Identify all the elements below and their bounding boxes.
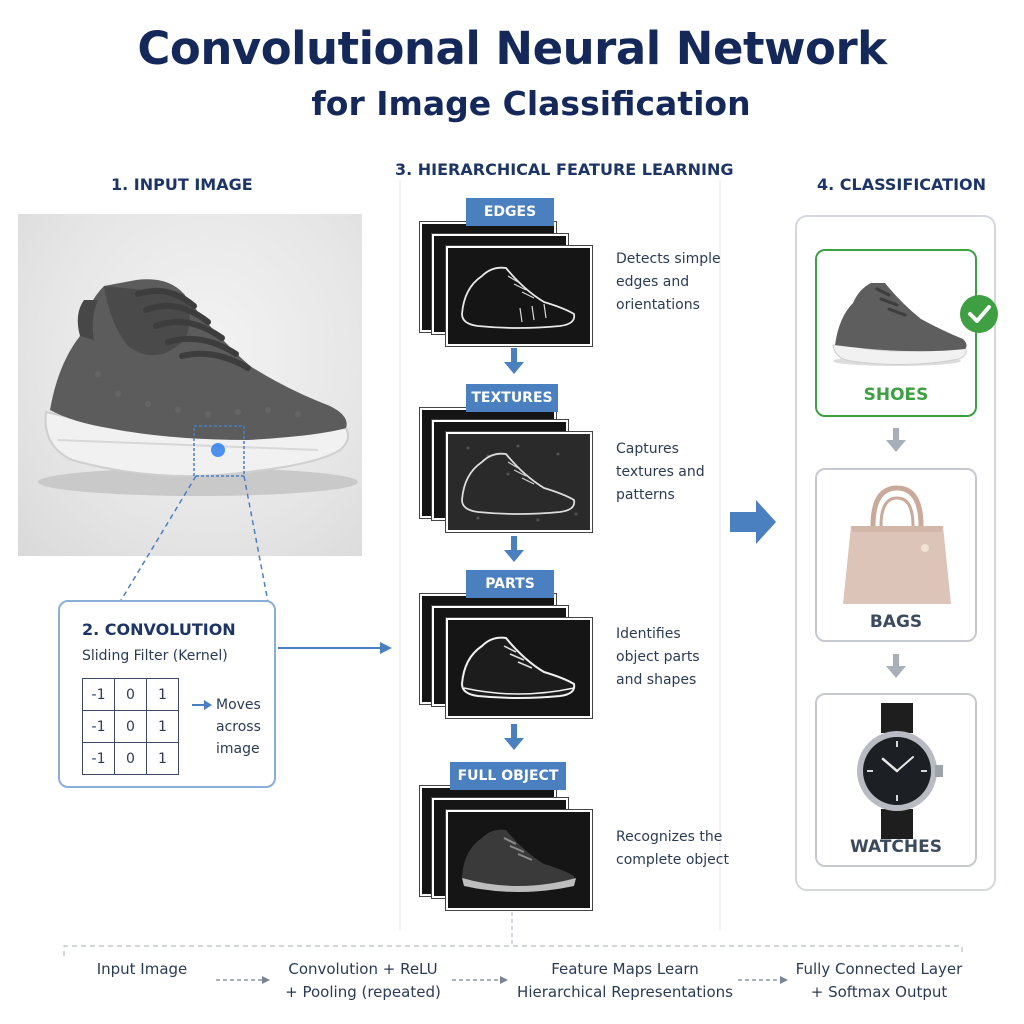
kernel-cell: -1 [82, 742, 115, 775]
section-heading-input: 1. INPUT IMAGE [111, 175, 253, 194]
diagram-title: Convolutional Neural Network [137, 22, 887, 75]
kernel-cell: -1 [82, 678, 115, 711]
stage-badge-full-object: FULL OBJECT [450, 762, 566, 790]
stage-badge-parts: PARTS [466, 570, 554, 598]
pipeline-step-convolution: Convolution + ReLU + Pooling (repeated) [285, 960, 441, 1001]
convolution-title: 2. CONVOLUTION [82, 620, 236, 639]
stage-badge-textures: TEXTURES [466, 384, 558, 412]
class-card-shoes: SHOES [815, 249, 977, 417]
arrow-down-icon [886, 428, 906, 452]
section-heading-classification: 4. CLASSIFICATION [817, 175, 987, 194]
arrow-down-icon [504, 724, 524, 750]
feature-map-front [446, 618, 592, 718]
full-object-sneaker-icon [462, 829, 576, 892]
shoe-thumbnail [832, 283, 967, 366]
input-image [18, 214, 362, 556]
check-icon [960, 295, 998, 333]
watch-thumbnail [857, 703, 943, 839]
bag-thumbnail [843, 485, 951, 604]
arrow-down-icon [886, 654, 906, 678]
stage-description-textures: Captures textures and patterns [616, 441, 705, 503]
stage-description-edges: Detects simple edges and orientations [616, 251, 721, 313]
convolution-subtitle: Sliding Filter (Kernel) [82, 648, 228, 664]
kernel-cell: 1 [146, 742, 179, 775]
section-heading-features: 3. HIERARCHICAL FEATURE LEARNING [395, 160, 734, 179]
arrow-right-icon [192, 700, 212, 710]
kernel-cell: 0 [114, 678, 147, 711]
class-card-watches: WATCHES [815, 693, 977, 867]
parts-sneaker-icon [460, 636, 576, 699]
kernel-cell: 1 [146, 678, 179, 711]
class-label-bags: BAGS [869, 612, 923, 632]
class-card-bags: BAGS [815, 468, 977, 642]
pipeline-step-input: Input Image [96, 960, 188, 978]
convolution-box: 2. CONVOLUTION Sliding Filter (Kernel) -… [58, 600, 276, 788]
stage-description-full-object: Recognizes the complete object [616, 829, 729, 868]
pipeline-step-output: Fully Connected Layer + Softmax Output [795, 960, 963, 1001]
arrow-down-icon [504, 348, 524, 374]
stage-description-parts: Identifies object parts and shapes [616, 626, 700, 688]
stage-badge-edges: EDGES [466, 198, 554, 226]
pipeline-step-feature-maps: Feature Maps Learn Hierarchical Represen… [517, 960, 733, 1001]
feature-map-front [446, 810, 592, 910]
feature-map-front [446, 432, 592, 532]
arrow-down-icon [504, 536, 524, 562]
edges-sneaker-icon [461, 266, 576, 329]
kernel-note: Moves across image [216, 697, 261, 757]
diagram-subtitle: for Image Classification [311, 84, 751, 123]
textures-sneaker-icon [461, 444, 578, 522]
class-label-shoes: SHOES [863, 385, 929, 405]
class-label-watches: WATCHES [850, 837, 942, 857]
feature-map-front [446, 246, 592, 346]
sneaker-illustration [38, 279, 358, 496]
